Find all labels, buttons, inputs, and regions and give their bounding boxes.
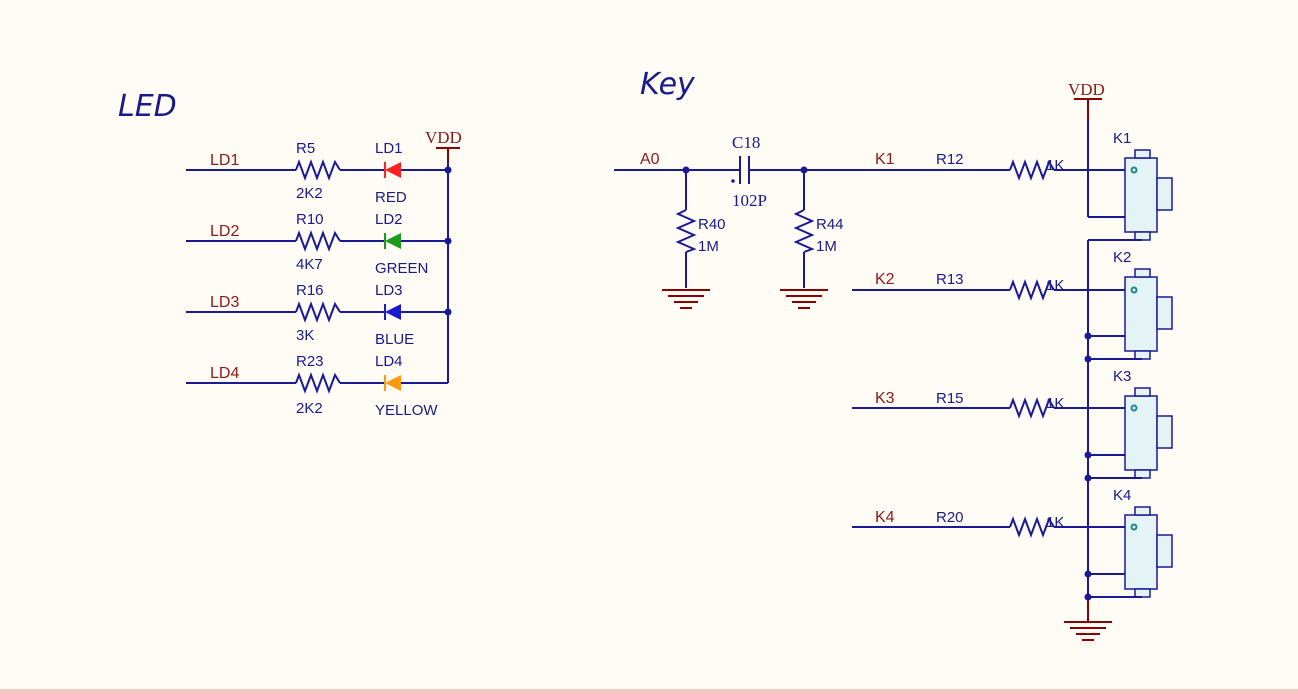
- led-row-1: LD1 R5 2K2 LD1 RED: [186, 140, 452, 206]
- push-button-switch-icon: [1124, 387, 1173, 479]
- led-designator: LD2: [375, 211, 403, 228]
- led-row-4: LD4 R23 2K2 LD4 YELLOW: [186, 353, 448, 419]
- switch-designator: K4: [1113, 487, 1131, 504]
- resistor-value: 1K: [1046, 395, 1064, 412]
- resistor-value: 1K: [1046, 157, 1064, 174]
- net-label: LD4: [210, 365, 239, 382]
- ground-icon: [662, 289, 710, 309]
- resistor-designator: R10: [296, 211, 324, 228]
- key-row-1: K1 R12 1K K1: [875, 130, 1173, 241]
- led-red-icon: [385, 162, 401, 178]
- resistor-designator: R5: [296, 140, 315, 157]
- resistor-designator: R20: [936, 509, 964, 526]
- switch-designator: K3: [1113, 368, 1131, 385]
- resistor-value: 1K: [1046, 277, 1064, 294]
- key-row-4: K4 R20 1K K4: [852, 487, 1173, 601]
- resistor-value: 1K: [1046, 514, 1064, 531]
- resistor-designator: R44: [816, 216, 844, 233]
- vdd-symbol-left: VDD: [425, 128, 462, 162]
- capacitor-designator: C18: [732, 133, 760, 152]
- resistor-value: 2K2: [296, 400, 323, 417]
- led-yellow-icon: [385, 375, 401, 391]
- resistor-value: 1M: [816, 238, 837, 255]
- net-label: LD3: [210, 294, 239, 311]
- push-button-switch-icon: [1124, 506, 1173, 598]
- resistor-designator: R15: [936, 390, 964, 407]
- led-designator: LD1: [375, 140, 403, 157]
- net-label: LD1: [210, 152, 239, 169]
- net-label: K1: [875, 151, 895, 168]
- vdd-label-left: VDD: [425, 128, 462, 147]
- resistor-value: 4K7: [296, 256, 323, 273]
- ground-icon: [780, 289, 828, 309]
- switch-designator: K1: [1113, 130, 1131, 147]
- rc-filter: A0 C18 102P R40 1M R44 1M: [614, 133, 1010, 288]
- led-row-3: LD3 R16 3K LD3 BLUE: [186, 282, 452, 348]
- resistor-designator: R40: [698, 216, 726, 233]
- resistor-designator: R12: [936, 151, 964, 168]
- led-section-title: LED: [118, 89, 177, 124]
- resistor-designator: R13: [936, 271, 964, 288]
- push-button-switch-icon: [1124, 149, 1173, 241]
- led-row-2: LD2 R10 4K7 LD2 GREEN: [186, 211, 452, 277]
- switch-designator: K2: [1113, 249, 1131, 266]
- led-color-label: YELLOW: [375, 402, 438, 419]
- vdd-label-right: VDD: [1068, 80, 1105, 99]
- key-section-title: Key: [640, 67, 696, 102]
- net-label: K3: [875, 390, 895, 407]
- led-designator: LD3: [375, 282, 403, 299]
- bottom-border: [0, 689, 1298, 694]
- led-green-icon: [385, 233, 401, 249]
- push-button-switch-icon: [1124, 268, 1173, 360]
- led-color-label: BLUE: [375, 331, 414, 348]
- led-color-label: GREEN: [375, 260, 428, 277]
- resistor-designator: R23: [296, 353, 324, 370]
- led-designator: LD4: [375, 353, 403, 370]
- resistor-value: 2K2: [296, 185, 323, 202]
- led-blue-icon: [385, 304, 401, 320]
- net-label: LD2: [210, 223, 239, 240]
- net-label: K2: [875, 271, 895, 288]
- resistor-value: 3K: [296, 327, 314, 344]
- ground-icon: [1064, 600, 1112, 641]
- net-label-a0: A0: [640, 151, 660, 168]
- net-label: K4: [875, 509, 895, 526]
- vdd-symbol-right: VDD: [1068, 80, 1105, 120]
- resistor-value: 1M: [698, 238, 719, 255]
- key-row-2: K2 R13 1K K2: [852, 249, 1173, 363]
- capacitor-value: 102P: [732, 191, 767, 210]
- key-row-3: K3 R15 1K K3: [852, 368, 1173, 482]
- resistor-designator: R16: [296, 282, 324, 299]
- led-color-label: RED: [375, 189, 407, 206]
